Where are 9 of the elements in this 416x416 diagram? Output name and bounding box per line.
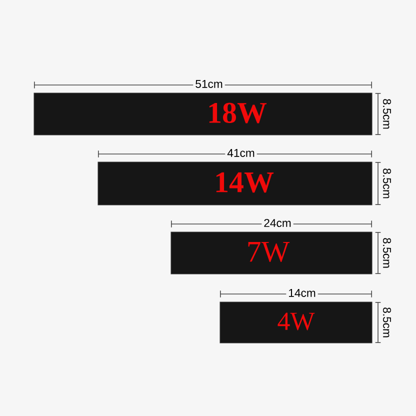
dimension-label: 14cm	[286, 287, 318, 299]
lamp-bar: 7W	[170, 232, 372, 274]
dimension-label: 51cm	[193, 78, 225, 90]
lamp-bar: 4W	[220, 302, 372, 344]
lamp-bar: 18W	[34, 92, 372, 136]
dimension-label: 24cm	[262, 217, 294, 230]
dimension-label: 41cm	[225, 147, 257, 159]
lamp-bar: 14W	[98, 162, 372, 206]
dimension-label: 8.5cm	[383, 99, 392, 129]
